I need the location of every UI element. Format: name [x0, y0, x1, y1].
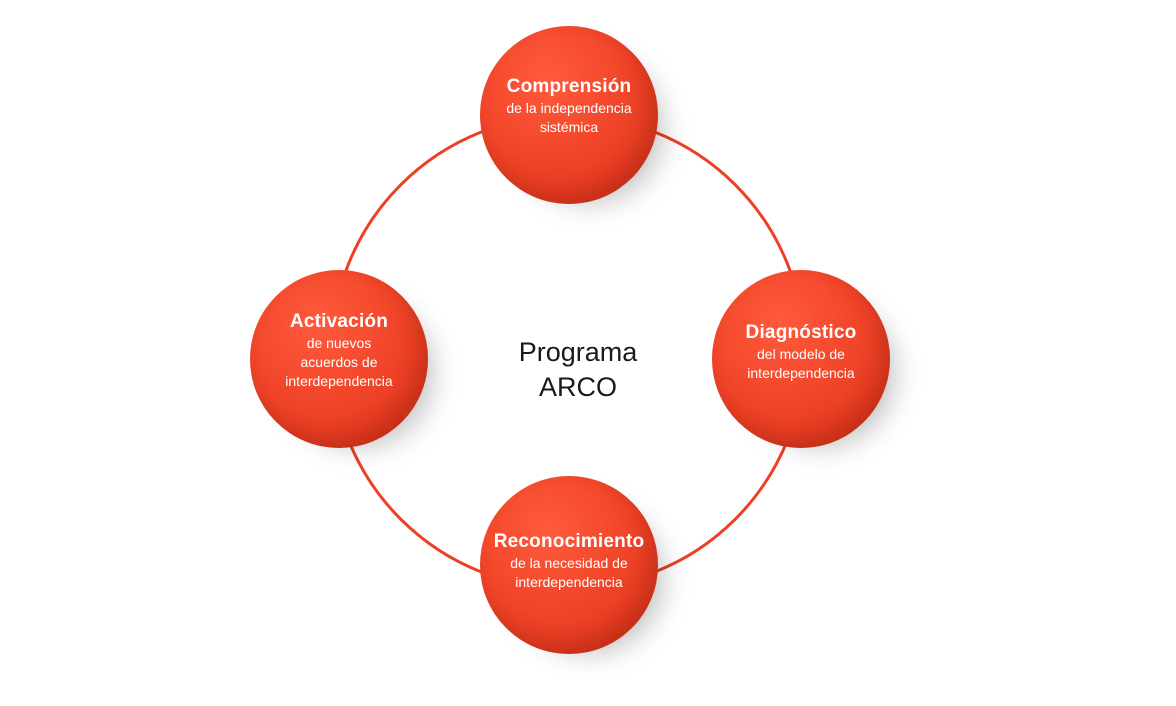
node-diagnostico: Diagnóstico del modelo de interdependenc…	[712, 270, 910, 462]
node-title: Diagnóstico	[745, 321, 857, 343]
node-subtitle: del modelo de interdependencia	[747, 345, 855, 381]
node-sphere: Diagnóstico del modelo de interdependenc…	[712, 270, 890, 448]
node-title: Comprensión	[506, 75, 632, 97]
node-sphere: Reconocimiento de la necesidad de interd…	[480, 476, 658, 654]
node-title: Reconocimiento	[493, 530, 645, 552]
center-label: Programa ARCO	[468, 335, 688, 405]
node-subtitle: de la independencia sistémica	[506, 99, 632, 135]
node-reconocimiento: Reconocimiento de la necesidad de interd…	[480, 476, 678, 668]
node-sphere: Activación de nuevos acuerdos de interde…	[250, 270, 428, 448]
node-activacion: Activación de nuevos acuerdos de interde…	[250, 270, 448, 462]
center-label-line1: Programa	[518, 337, 638, 367]
node-sphere: Comprensión de la independencia sistémic…	[480, 26, 658, 204]
node-subtitle: de nuevos acuerdos de interdependencia	[285, 335, 393, 389]
node-comprension: Comprensión de la independencia sistémic…	[480, 26, 678, 218]
node-subtitle: de la necesidad de interdependencia	[510, 554, 628, 590]
node-title: Activación	[289, 311, 389, 332]
center-label-line2: ARCO	[538, 372, 617, 402]
